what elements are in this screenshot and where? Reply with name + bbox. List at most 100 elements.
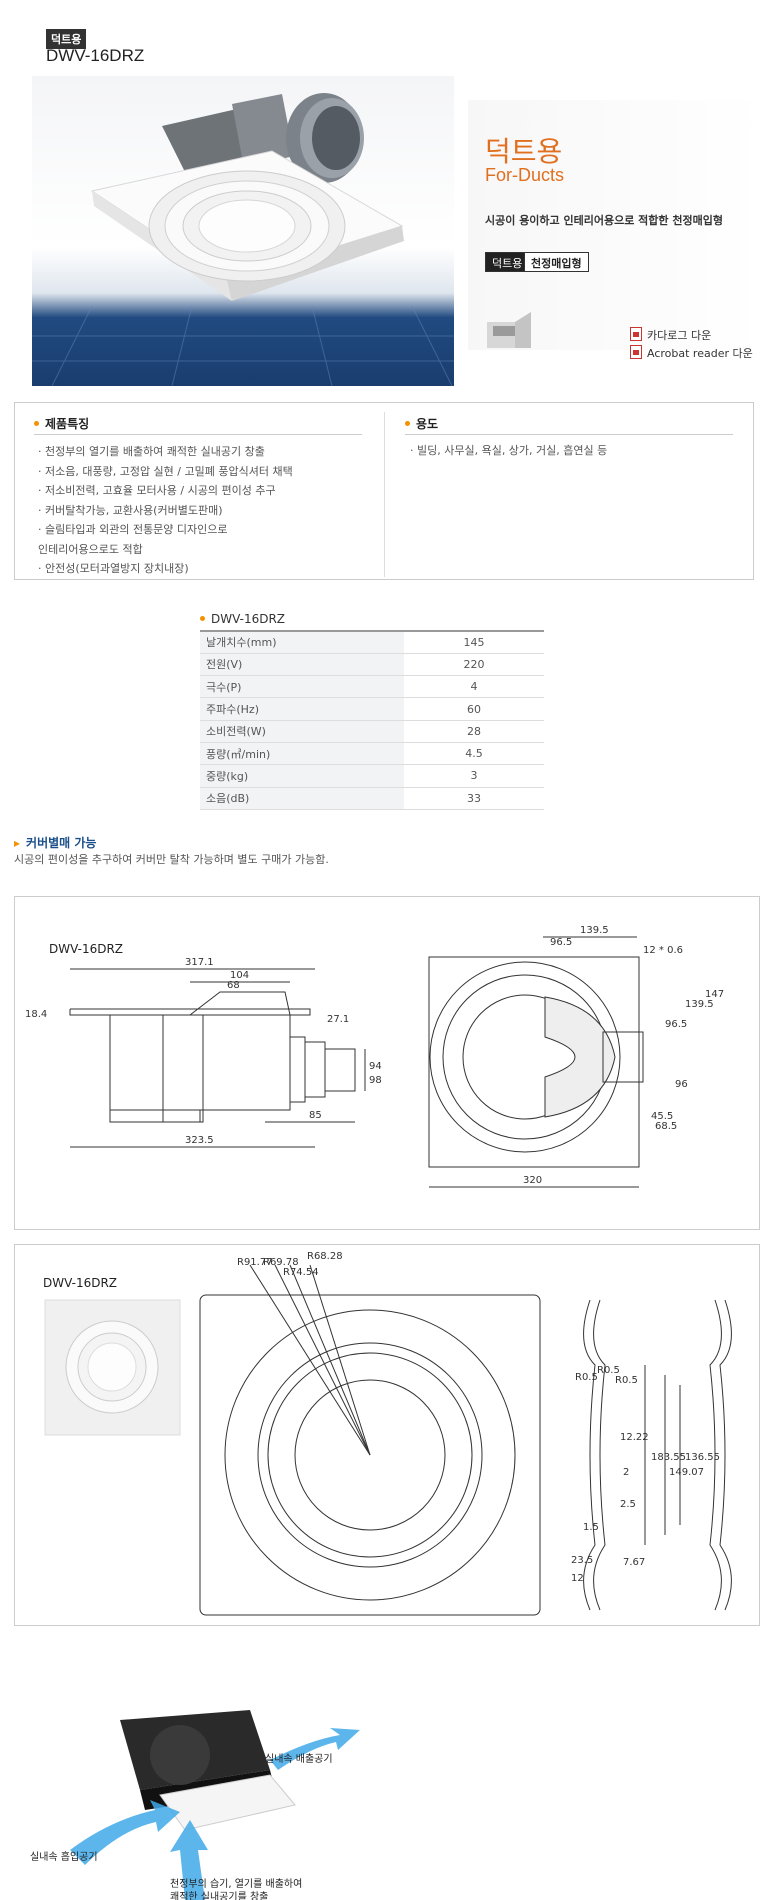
usage-title: 용도 [416, 417, 439, 431]
spec-value: 33 [404, 787, 544, 810]
dim-label: 27.1 [327, 1014, 349, 1025]
spec-table: 날개치수(mm)145 전원(V)220 극수(P)4 주파수(Hz)60 소비… [200, 629, 544, 810]
dim-label: R0.5 [575, 1372, 598, 1383]
dimension-drawing-cover: DWV-16DRZ R91.77 R69.78 R74.54 R68.28 R0… [14, 1244, 760, 1626]
dim-label: 183.55 [651, 1452, 686, 1463]
spec-value: 4 [404, 675, 544, 699]
spec-title: DWV-16DRZ [211, 612, 286, 626]
dim-label: 12.22 [620, 1432, 649, 1443]
dimension-drawing-side: DWV-16DRZ 317.1 104 68 18.4 27.1 94 98 8… [14, 896, 760, 1230]
table-row: 소음(dB)33 [200, 787, 544, 810]
bullet-dot-icon [34, 421, 39, 426]
dim-label: 98 [369, 1075, 382, 1086]
table-row: 극수(P)4 [200, 675, 544, 699]
dim-label: 2.5 [620, 1499, 636, 1510]
dim-label: R68.28 [307, 1251, 343, 1262]
dim-label: 96.5 [665, 1019, 687, 1030]
arrow-icon: ▸ [14, 836, 21, 850]
dim-label: 2 [623, 1467, 629, 1478]
usage-heading: 용도 [405, 415, 438, 432]
dim-label: 136.55 [685, 1452, 720, 1463]
feature-item: · 커버탈착가능, 교환사용(커버별도판매) [38, 503, 223, 517]
spec-heading: DWV-16DRZ [200, 612, 285, 626]
features-rule [34, 434, 362, 435]
catalog-download-label: 카다로그 다운 [647, 329, 712, 342]
box-divider [384, 412, 385, 577]
dim-label: 12 * 0.6 [643, 945, 683, 956]
spec-label: 전원(V) [200, 653, 404, 677]
exhaust-label: 실내속 배출공기 [265, 1754, 333, 1765]
airflow-note-1: 천정부의 습기, 열기를 배출하여 [170, 1879, 303, 1890]
table-row: 풍량(㎥/min)4.5 [200, 742, 544, 766]
feature-item: · 저소음, 대풍량, 고정압 실현 / 고밀폐 풍압식셔터 채택 [38, 464, 293, 478]
features-list: · 천정부의 열기를 배출하여 쾌적한 실내공기 창출 · 저소음, 대풍량, … [38, 442, 293, 579]
features-box [14, 402, 754, 580]
dim-label: 104 [230, 970, 249, 981]
dim-label: 323.5 [185, 1135, 214, 1146]
airflow-diagram: 실내속 배출공기 실내속 흡입공기 천정부의 습기, 열기를 배출하여 쾌적한 … [30, 1700, 370, 1900]
airflow-note-2: 쾌적한 실내공기를 창출 [170, 1892, 269, 1900]
drawing2-model: DWV-16DRZ [43, 1276, 117, 1290]
acrobat-download-link[interactable]: Acrobat reader 다운 [630, 345, 753, 361]
dim-label: 18.4 [25, 1009, 47, 1020]
dim-label: R91.77 [237, 1257, 273, 1268]
intake-label: 실내속 흡입공기 [30, 1852, 98, 1863]
spec-value: 60 [404, 697, 544, 721]
spec-label: 날개치수(mm) [200, 629, 404, 654]
table-row: 소비전력(W)28 [200, 720, 544, 743]
tag-duct: 덕트용 [485, 252, 530, 272]
spec-label: 중량(kg) [200, 764, 404, 788]
category-badge: 덕트용 [46, 29, 87, 49]
cover-description: 시공의 편이성을 추구하여 커버만 탈착 가능하며 별도 구매가 가능함. [14, 853, 329, 866]
table-row: 중량(kg)3 [200, 764, 544, 788]
spec-label: 소비전력(W) [200, 720, 404, 743]
tag-ceiling: 천정매입형 [524, 252, 589, 272]
dim-label: 96 [675, 1079, 688, 1090]
spec-label: 풍량(㎥/min) [200, 742, 404, 766]
type-title-ko: 덕트용 [485, 136, 563, 167]
usage-rule [405, 434, 733, 435]
spec-label: 주파수(Hz) [200, 697, 404, 721]
feature-item: · 천정부의 열기를 배출하여 쾌적한 실내공기 창출 [38, 445, 265, 458]
dim-label: 1.5 [583, 1522, 599, 1533]
spec-label: 소음(dB) [200, 787, 404, 810]
dim-label: 45.5 [651, 1111, 673, 1122]
dim-label: 23.5 [571, 1555, 593, 1566]
acrobat-download-label: Acrobat reader 다운 [647, 347, 753, 360]
dim-label: R69.78 [263, 1257, 299, 1268]
type-title-en: For-Ducts [485, 165, 565, 185]
dim-label: 85 [309, 1110, 322, 1121]
bullet-dot-icon [405, 421, 410, 426]
dim-label: 96.5 [550, 937, 572, 948]
pdf-icon [630, 345, 642, 359]
catalog-download-link[interactable]: 카다로그 다운 [630, 327, 711, 343]
table-row: 주파수(Hz)60 [200, 697, 544, 721]
product-photo [32, 76, 454, 386]
product-description: 시공이 용이하고 인테리어용으로 적합한 천정매입형 [485, 214, 723, 227]
dim-label: R0.5 [597, 1365, 620, 1376]
dim-label: 139.5 [580, 925, 609, 936]
dim-label: 149.07 [669, 1467, 704, 1478]
dim-label: 7.67 [623, 1557, 645, 1568]
spec-value: 220 [404, 653, 544, 677]
feature-item: 인테리어용으로도 적합 [38, 542, 143, 556]
bullet-dot-icon [200, 616, 205, 621]
dim-label: 68.5 [655, 1121, 677, 1132]
info-background [468, 100, 765, 350]
usage-text: · 빌딩, 사무실, 욕실, 상가, 거실, 흡연실 등 [410, 444, 608, 457]
clean-logo [485, 308, 535, 352]
feature-item: · 안전성(모터과열방지 장치내장) [38, 562, 189, 575]
spec-value: 28 [404, 720, 544, 743]
feature-item: · 저소비전력, 고효율 모터사용 / 시공의 편이성 추구 [38, 484, 276, 497]
cover-heading: ▸커버별매 가능 [14, 834, 96, 851]
dim-label: 68 [227, 980, 240, 991]
table-row: 날개치수(mm)145 [200, 629, 544, 654]
table-row: 전원(V)220 [200, 653, 544, 677]
drawing1-model: DWV-16DRZ [49, 942, 123, 956]
dim-label: 12 [571, 1573, 584, 1584]
features-title: 제품특징 [45, 417, 90, 431]
dim-label: 94 [369, 1061, 382, 1072]
feature-item: · 슬림타입과 외관의 전통문양 디자인으로 [38, 523, 228, 536]
dim-label: 139.5 [685, 999, 714, 1010]
features-heading: 제품특징 [34, 415, 89, 432]
